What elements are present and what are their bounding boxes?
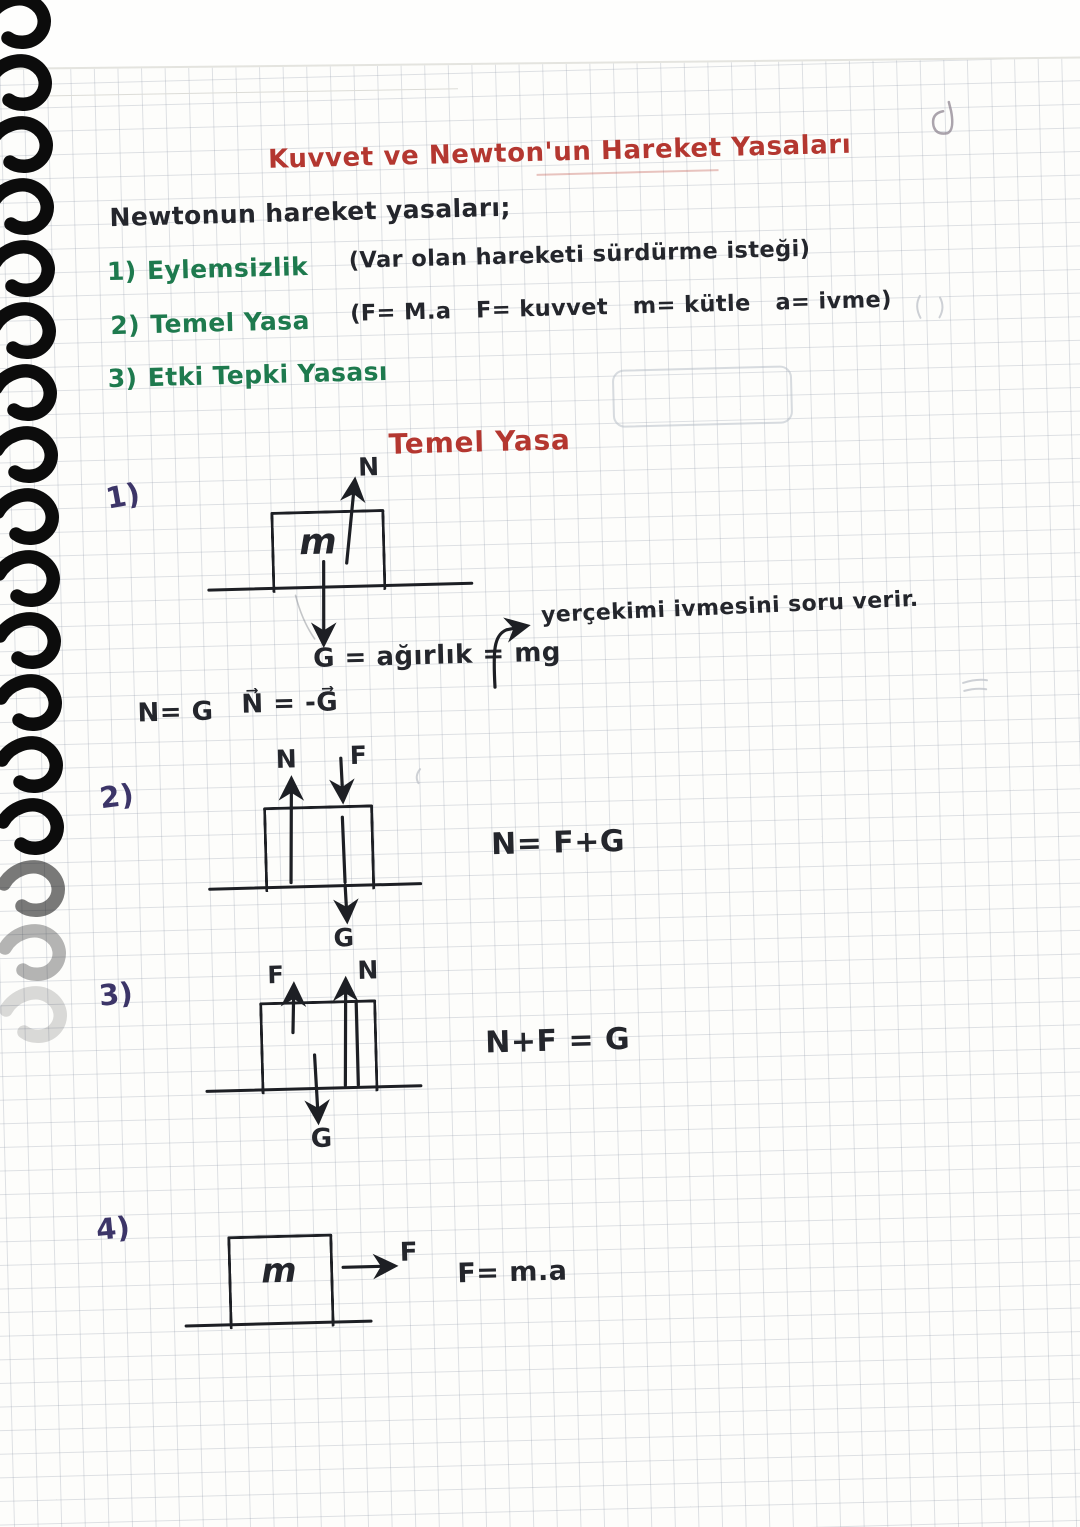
law-3-name: Etki Tepki Yasası <box>147 356 389 393</box>
diagram-3-weight-label: G <box>310 1123 333 1155</box>
diagram-4-mass-label: m <box>260 1250 298 1292</box>
bleedthrough-rectangle <box>611 365 794 428</box>
diagram-2-equation: N= F+G <box>490 823 626 863</box>
diagram-3-normal-force-label: N <box>356 955 380 985</box>
diagram-4-force-label: F <box>399 1237 419 1268</box>
diagram-2-weight-label: G <box>333 922 355 953</box>
law-2-number: 2) <box>110 310 141 341</box>
diagram-2-normal-force-label: N <box>275 744 298 774</box>
title-underline <box>536 169 719 176</box>
diagram-1-identity: N= G <box>137 696 214 729</box>
diagram-3-applied-force-label: F <box>267 960 285 990</box>
law-3-number: 3) <box>107 363 138 394</box>
law-2-name: Temel Yasa <box>150 305 311 340</box>
law-1-note: (Var olan hareketi sürdürme isteği) <box>348 235 811 274</box>
law-1-number: 1) <box>106 256 137 287</box>
diagram-4-equation: F= m.a <box>456 1255 568 1290</box>
page-top-edge <box>0 0 1080 71</box>
diagram-3-equation: N+F = G <box>484 1021 631 1061</box>
spiral-binding <box>0 0 104 1112</box>
diagram-1-weight-equation: G = ağırlık = mg <box>312 637 562 674</box>
diagram-4-number: 4) <box>94 1209 132 1247</box>
law-2-note: (F= M.a F= kuvvet m= kütle a= ivme) <box>349 286 893 327</box>
diagram-1-normal-force-label: N <box>357 452 380 482</box>
diagram-1-vector-identity: N⃗ = -G⃗ <box>240 687 339 720</box>
section-heading: Temel Yasa <box>388 423 572 461</box>
diagram-2-mass-box <box>263 804 376 893</box>
diagram-2-applied-force-label: F <box>349 740 368 770</box>
diagram-3-mass-box <box>259 999 379 1095</box>
gravity-annotation: yerçekimi ivmesini soru verir. <box>540 586 920 629</box>
law-1-name: Eylemsizlik <box>146 251 309 286</box>
diagram-1-mass-label: m <box>298 521 338 564</box>
subtitle: Newtonun hareket yasaları; <box>109 192 512 233</box>
page-title: Kuvvet ve Newton'un Hareket Yasaları <box>267 129 852 175</box>
diagram-1-number: 1) <box>103 475 143 516</box>
